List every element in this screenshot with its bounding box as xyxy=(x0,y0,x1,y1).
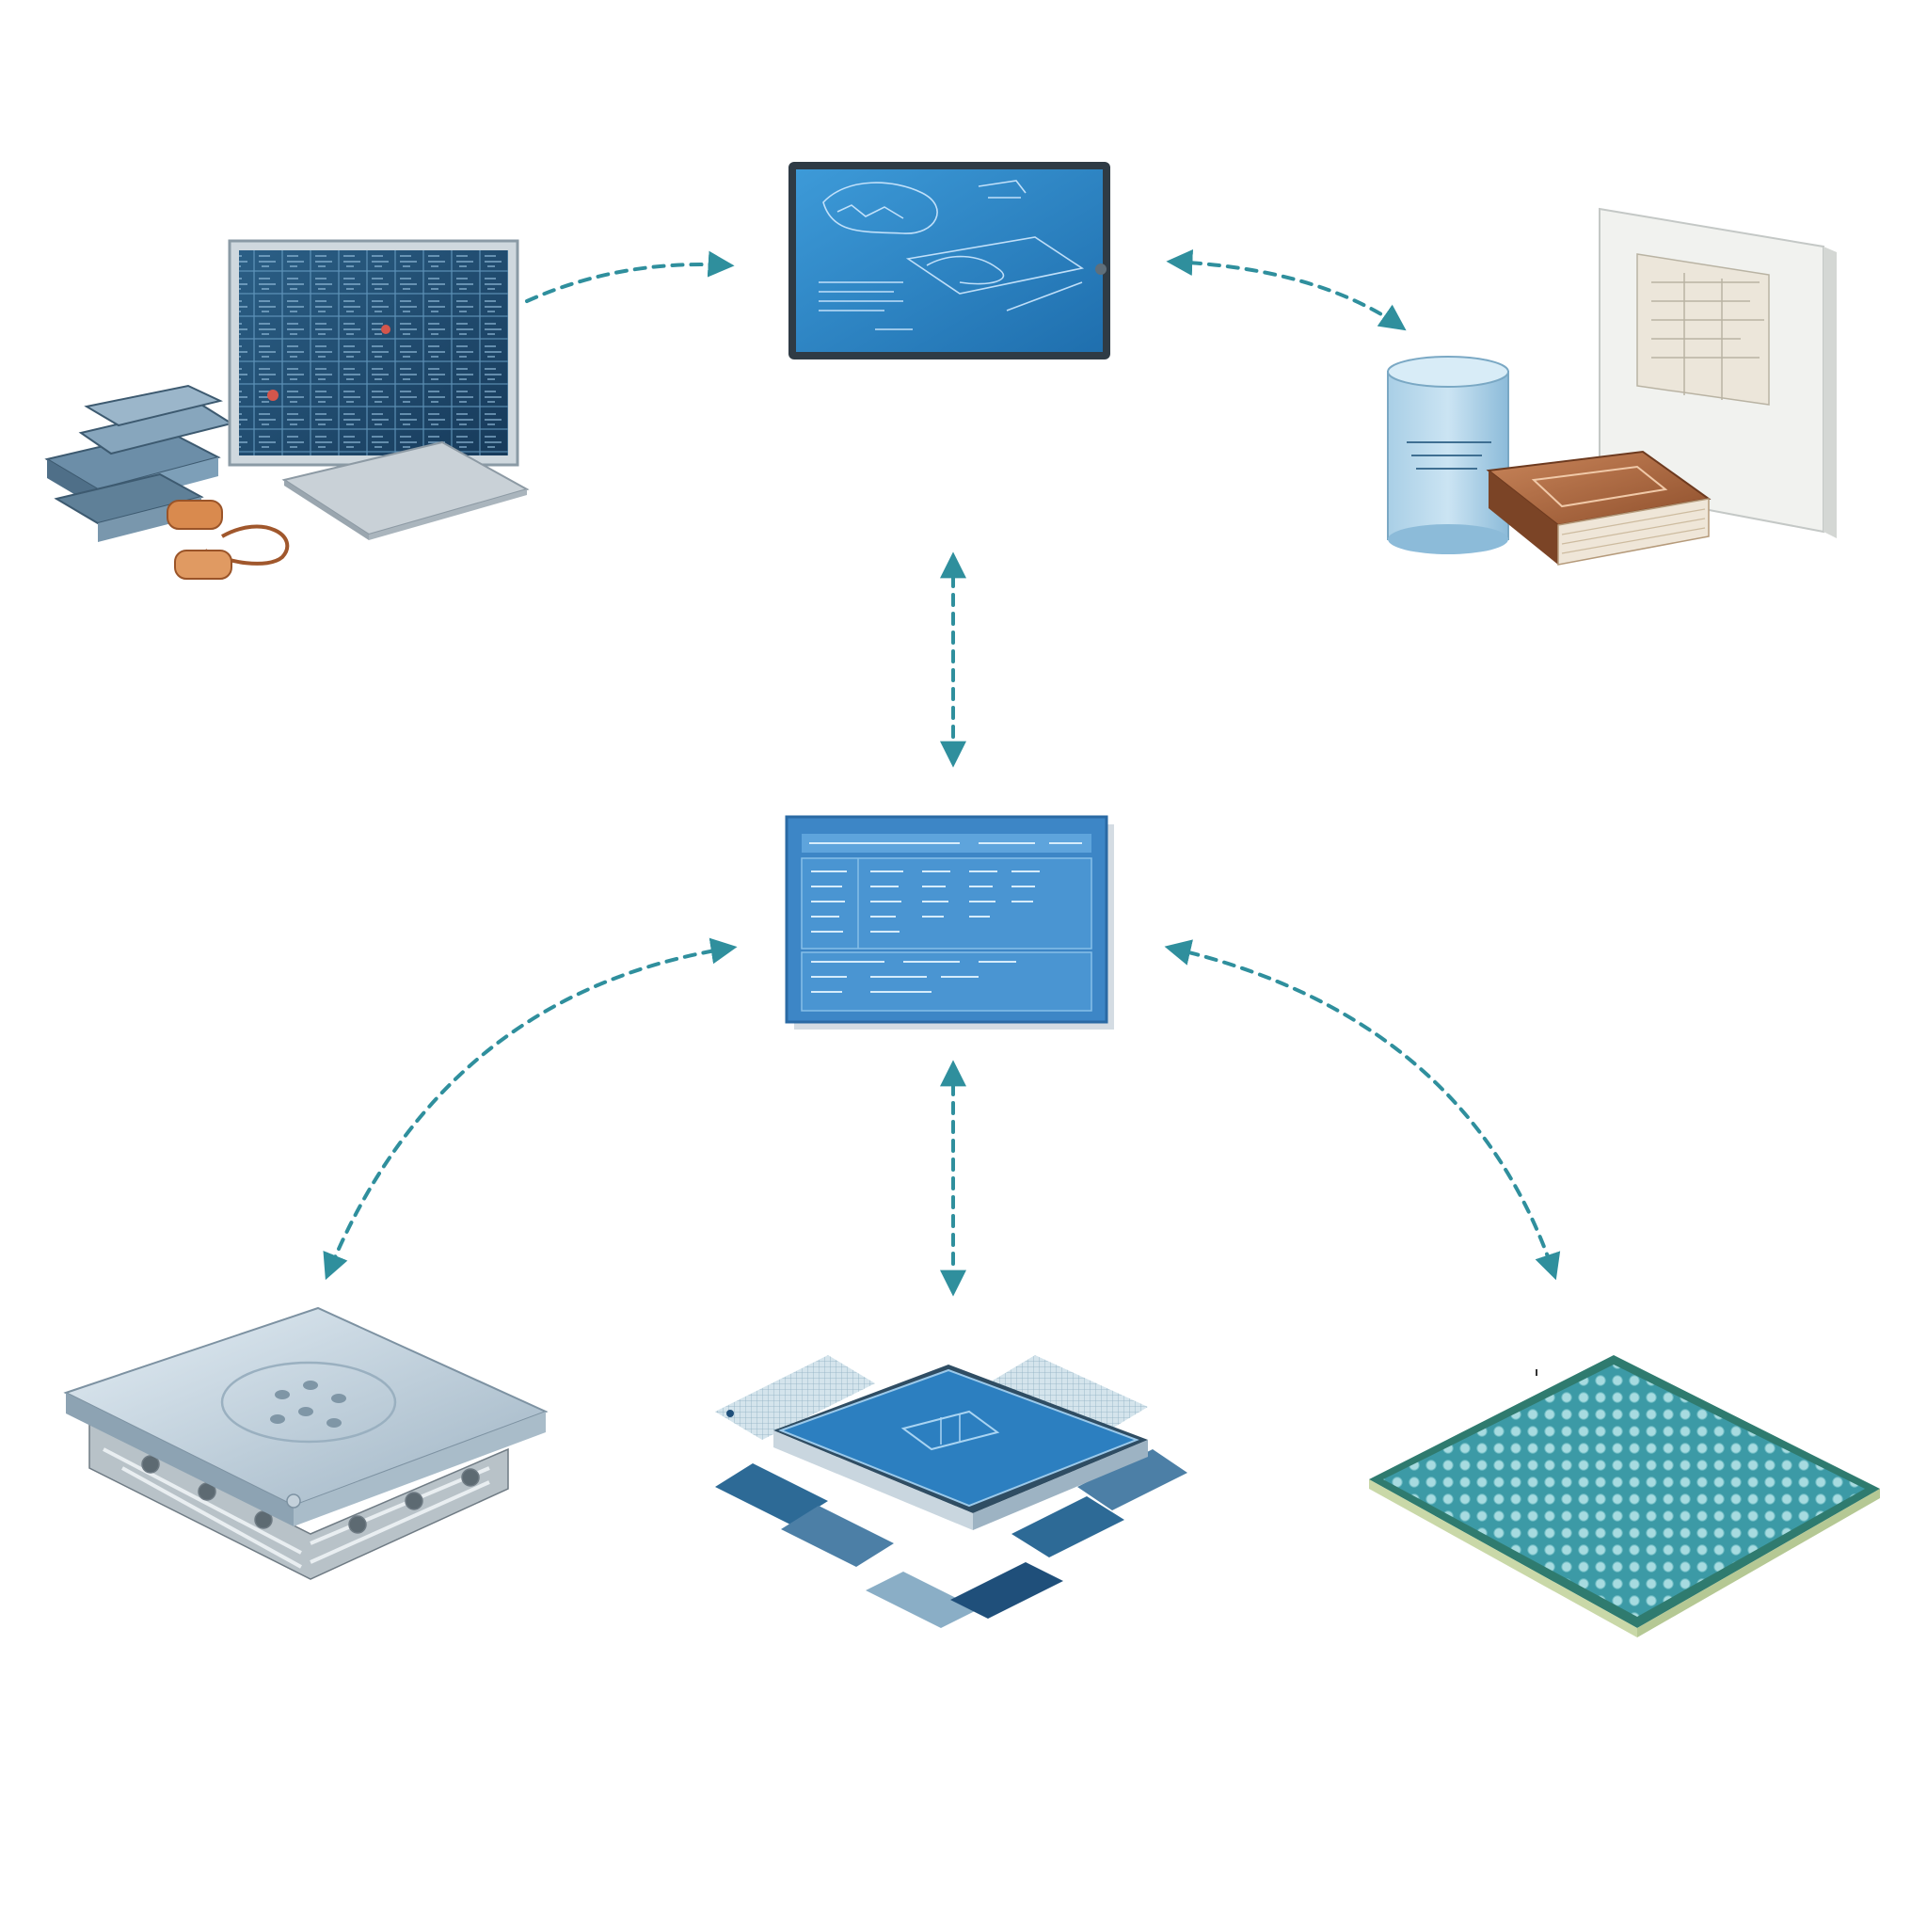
stacked-boards xyxy=(44,384,234,542)
laptop-slab xyxy=(281,440,530,540)
chip-die-with-tiles-icon xyxy=(715,1355,1187,1628)
connector-window-to-bga xyxy=(1164,939,1561,1281)
connector-workstation-to-display xyxy=(525,250,735,303)
blueprint-display-icon xyxy=(788,162,1110,359)
heatsink-chip-module-icon xyxy=(63,1306,549,1580)
pin-cluster xyxy=(88,1421,509,1580)
connector-window-to-heatsink xyxy=(323,937,738,1281)
copper-connectors xyxy=(167,500,290,580)
workstation-monitor xyxy=(228,239,519,467)
ball-grid-array-substrate-icon xyxy=(1369,1355,1880,1637)
book xyxy=(1486,450,1712,566)
connector-display-to-documents xyxy=(1166,249,1407,331)
documents-container-and-book-icon xyxy=(1387,207,1837,566)
document-container xyxy=(1387,356,1509,554)
workstation-monitor-with-circuit-layout-icon xyxy=(44,239,530,580)
data-table-window-icon xyxy=(785,815,1114,1030)
connectors xyxy=(323,249,1561,1297)
